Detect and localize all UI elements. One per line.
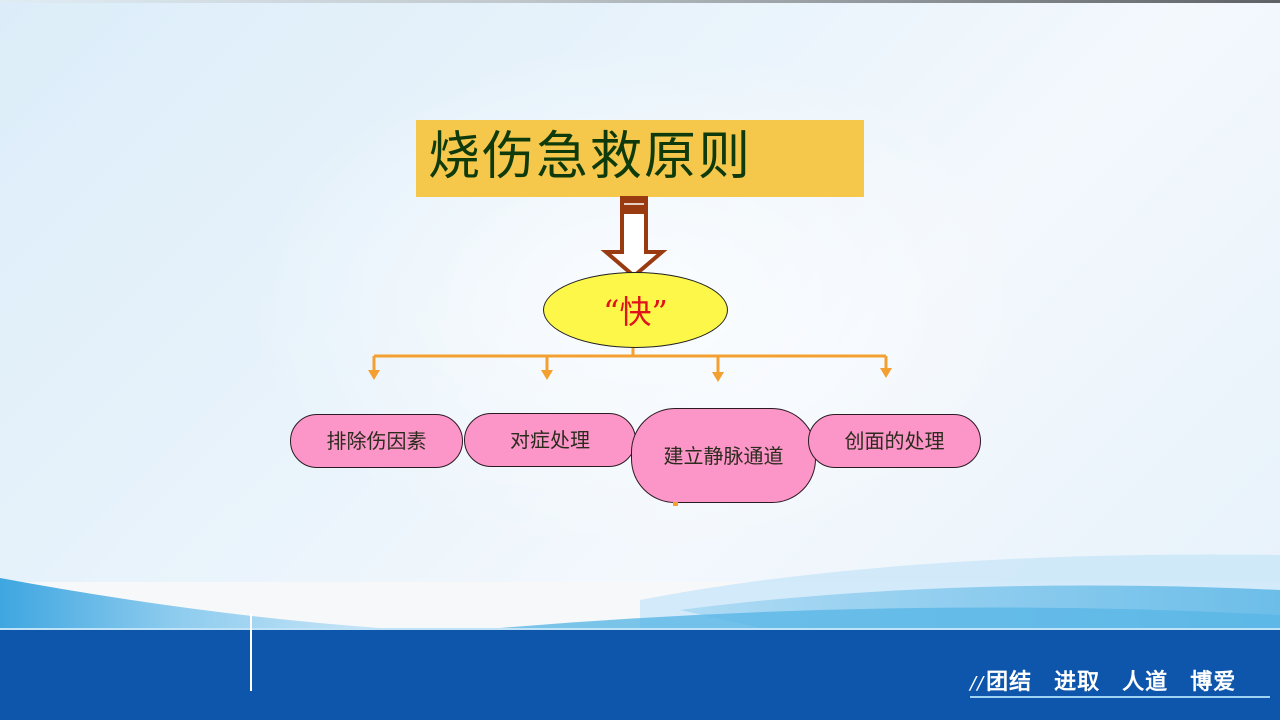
title-box	[416, 120, 864, 197]
slogan-word-3: 人道	[1122, 670, 1169, 695]
branch-connectors	[368, 348, 892, 382]
branch-label: 排除伤因素	[326, 429, 427, 453]
footer-slogan: //团结进取人道博爱	[970, 664, 1236, 696]
central-node-ellipse: “快”	[543, 272, 728, 348]
connector-fragment	[673, 502, 678, 506]
branch-node-3: 建立静脉通道	[631, 408, 816, 503]
down-arrow-icon	[600, 196, 668, 279]
central-node-text: “快”	[603, 293, 668, 331]
branch-label: 创面的处理	[844, 429, 945, 453]
branch-node-2: 对症处理	[464, 413, 636, 467]
slogan-underline	[970, 696, 1270, 698]
slogan-prefix: //	[970, 673, 985, 694]
branch-label: 对症处理	[510, 428, 590, 452]
branch-label: 建立静脉通道	[663, 443, 784, 468]
slogan-word-2: 进取	[1054, 670, 1101, 695]
slogan-word-4: 博爱	[1190, 670, 1237, 695]
slogan-word-1: 团结	[986, 670, 1033, 695]
branch-node-1: 排除伤因素	[290, 414, 463, 468]
slide-title: 烧伤急救原则	[428, 127, 753, 187]
decorative-waves	[0, 554, 1280, 630]
footer-divider-line	[250, 613, 252, 691]
top-border-line	[0, 0, 1280, 3]
branch-node-4: 创面的处理	[808, 414, 981, 468]
footer-bar	[0, 628, 1280, 720]
